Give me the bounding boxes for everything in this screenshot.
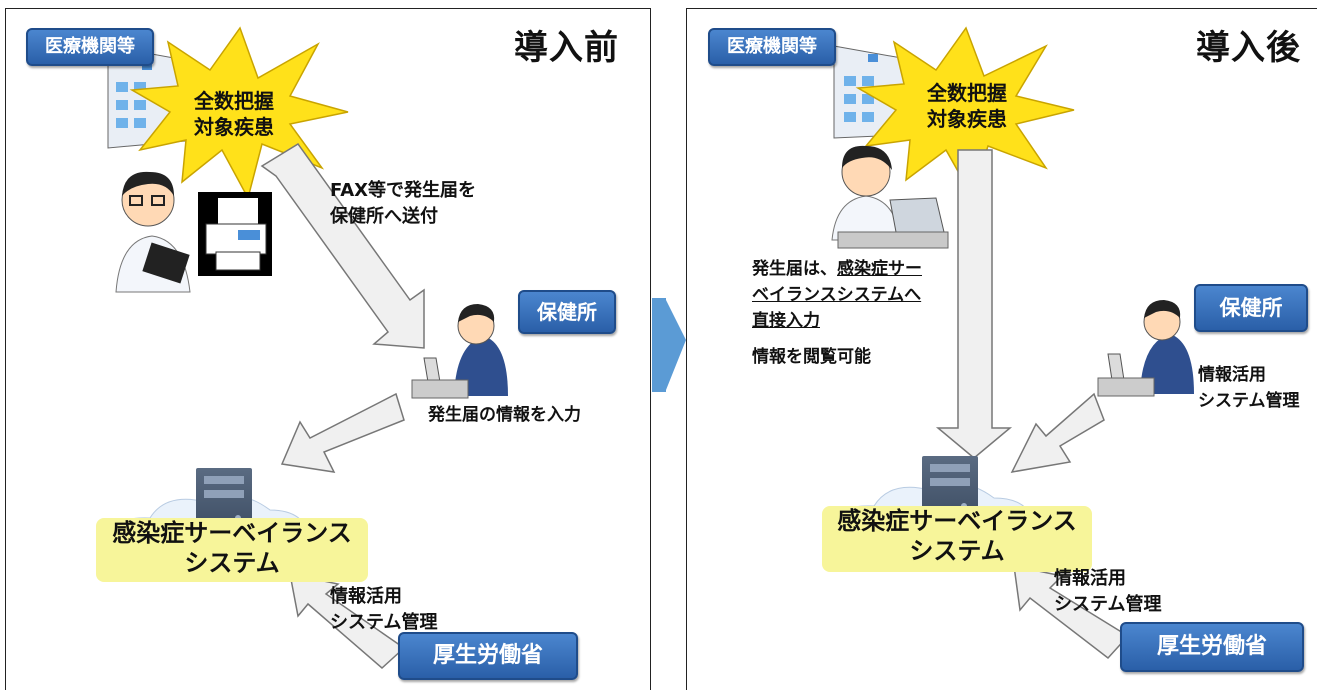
arrow-to-health-center [260,142,425,349]
fax-line: FAX等で発生届を [330,180,477,201]
mhlw-line: 情報活用 [330,586,402,607]
fax-icon [198,192,272,276]
health-center-tag: 保健所 [518,290,616,334]
view-description: 情報を閲覧可能 [752,347,871,367]
surveillance-system-box: 感染症サーベイランス システム [822,506,1092,572]
mhlw-tag: 厚生労働省 [1120,622,1304,672]
direct-line: ベイランスシステムへ [752,285,922,305]
system-line: 感染症サーベイランス [837,507,1077,535]
hc-line: 情報活用 [1198,365,1266,385]
arrow-to-system-direct [935,149,1013,459]
mhlw-line: 情報活用 [1054,568,1126,589]
fax-description: FAX等で発生届を 保健所へ送付 [330,178,476,230]
direct-line: 直接入力 [752,311,820,331]
health-worker-icon [411,304,508,399]
medical-institution-tag: 医療機関等 [26,28,154,66]
health-center-tag: 保健所 [1194,284,1308,332]
arrow-from-mhlw [1013,565,1130,660]
transition-arrow [652,298,686,392]
direct-line: 発生届は、感染症サー [752,256,922,282]
mhlw-description: 情報活用 システム管理 [330,584,437,636]
direct-input-description: 発生届は、感染症サー ベイランスシステムへ 直接入力 [752,256,922,334]
system-line: システム [909,537,1005,565]
burst-line: 全数把握 [194,89,274,113]
arrow-from-health-center [1010,392,1105,473]
direct-line-underlined: 感染症サー [837,259,922,279]
nurse-icon [831,145,949,249]
burst-label: 全数把握 対象疾患 [912,80,1022,132]
health-worker-icon [1097,300,1194,397]
system-line: 感染症サーベイランス [112,519,352,547]
arrow-to-system [280,392,405,473]
hc-line: システム管理 [1198,391,1300,411]
direct-line-plain: 発生届は、 [752,259,837,279]
mhlw-line: システム管理 [1054,594,1162,615]
burst-line: 全数把握 [927,81,1007,105]
mhlw-description: 情報活用 システム管理 [1054,566,1161,618]
panel-title: 導入後 [1196,28,1301,68]
mhlw-tag: 厚生労働省 [398,632,578,680]
system-line: システム [184,549,280,577]
burst-label: 全数把握 対象疾患 [184,88,284,140]
burst-shape [855,26,1075,198]
arrow-from-mhlw [289,573,406,670]
burst-line: 対象疾患 [927,107,1007,131]
health-center-description: 情報活用 システム管理 [1198,362,1300,414]
input-description: 発生届の情報を入力 [428,405,581,425]
burst-line: 対象疾患 [194,115,274,139]
mhlw-line: システム管理 [330,612,438,633]
doctor-icon [112,171,196,294]
panel-title: 導入前 [514,28,619,68]
surveillance-system-box: 感染症サーベイランス システム [96,518,368,582]
medical-institution-tag: 医療機関等 [708,28,836,66]
fax-line: 保健所へ送付 [330,206,438,227]
